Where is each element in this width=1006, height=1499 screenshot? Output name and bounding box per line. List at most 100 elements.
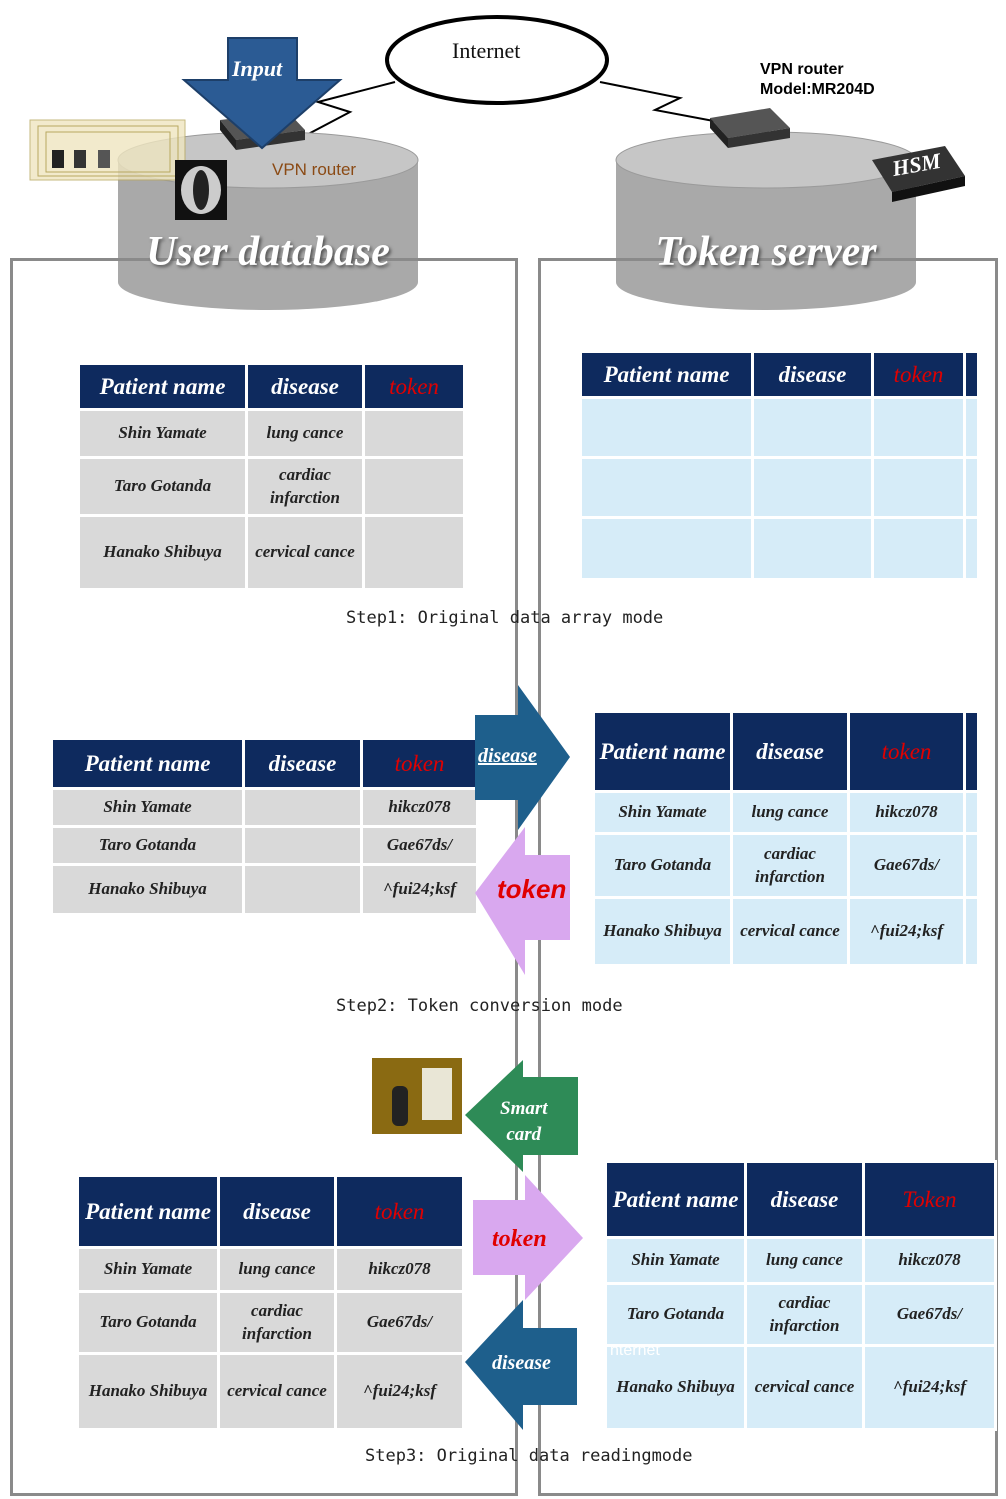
cell-empty <box>963 896 980 967</box>
cell-empty <box>963 516 980 581</box>
cell-patient: Shin Yamate <box>77 408 248 459</box>
step3-token-table: Patient name disease Token Shin Yamate l… <box>604 1160 997 1431</box>
cell-empty <box>579 456 754 519</box>
header-token: token <box>871 350 966 399</box>
cell-patient: Shin Yamate <box>76 1246 220 1293</box>
cell-token: hikcz078 <box>334 1246 465 1293</box>
step2-user-table: Patient name disease token Shin Yamate h… <box>50 737 479 916</box>
network-graphics <box>29 15 965 310</box>
cell-patient: Hanako Shibuya <box>50 863 245 916</box>
cell-empty <box>871 516 966 581</box>
header-disease: disease <box>730 710 850 793</box>
user-database-label: User database <box>146 229 390 275</box>
cell-patient: Hanako Shibuya <box>604 1344 747 1431</box>
header-patient-name: Patient name <box>604 1160 747 1239</box>
step2-token-table: Patient name disease token Shin Yamate l… <box>592 710 980 967</box>
cell-empty <box>579 516 754 581</box>
token-arrow-label-step3: token <box>492 1226 547 1252</box>
cell-token-empty <box>362 514 466 591</box>
cell-disease-empty <box>242 825 363 866</box>
hsm-device <box>872 146 965 202</box>
header-token: Token <box>862 1160 997 1239</box>
cell-token: Gae67ds/ <box>360 825 479 866</box>
smart-card-line2: card <box>506 1124 542 1145</box>
cell-token: Gae67ds/ <box>847 832 966 899</box>
link-right <box>599 81 736 126</box>
vpn-router-right-line2: Model:MR204D <box>760 81 875 98</box>
cell-patient: Shin Yamate <box>604 1236 747 1285</box>
cell-token: ^fui24;ksf <box>862 1344 997 1431</box>
step1-token-table: Patient name disease token <box>579 350 980 581</box>
cell-disease: cardiac infarction <box>245 456 365 517</box>
step3-caption: Step3: Original data readingmode <box>365 1446 693 1466</box>
cell-disease: lung cance <box>217 1246 337 1293</box>
step1-caption: Step1: Original data array mode <box>346 608 664 628</box>
vpn-router-right-line1: VPN router <box>760 61 844 78</box>
header-patient-name: Patient name <box>50 737 245 790</box>
cell-disease: cervical cance <box>245 514 365 591</box>
cell-patient: Hanako Shibuya <box>76 1352 220 1431</box>
internet-label: Internet <box>452 38 521 63</box>
cell-disease-empty <box>242 787 363 828</box>
token-server-label: Token server <box>655 229 877 275</box>
header-token: token <box>334 1174 465 1249</box>
input-arrow <box>181 37 343 150</box>
header-disease: disease <box>217 1174 337 1249</box>
cell-patient: Taro Gotanda <box>77 456 248 517</box>
step3-arrows <box>465 1060 583 1430</box>
step2-arrows <box>475 685 570 975</box>
smart-card-arrow-left <box>465 1060 578 1172</box>
cell-empty <box>871 396 966 459</box>
cell-patient: Hanako Shibuya <box>77 514 248 591</box>
input-label: Input <box>232 56 283 81</box>
cell-token-empty <box>362 456 466 517</box>
cell-patient: Hanako Shibuya <box>592 896 733 967</box>
token-server-cylinder <box>615 131 917 310</box>
right-router-device <box>710 108 790 148</box>
step3-user-table: Patient name disease token Shin Yamate l… <box>76 1174 465 1431</box>
header-patient-name: Patient name <box>76 1174 220 1249</box>
cell-disease: lung cance <box>730 790 850 835</box>
ghost-internet-text: nternet <box>610 1342 660 1359</box>
smart-card-line1: Smart <box>500 1098 548 1119</box>
header-disease: disease <box>744 1160 865 1239</box>
cell-disease: cervical cance <box>730 896 850 967</box>
cell-patient: Taro Gotanda <box>76 1290 220 1355</box>
smart-card-arrow-label: Smart card <box>500 1096 548 1148</box>
link-left <box>277 81 396 151</box>
header-disease: disease <box>245 362 365 411</box>
header-token: token <box>847 710 966 793</box>
cell-empty <box>963 396 980 459</box>
disease-arrow-label: disease <box>478 745 537 767</box>
cell-token: Gae67ds/ <box>334 1290 465 1355</box>
cell-token: hikcz078 <box>360 787 479 828</box>
cell-empty <box>751 516 874 581</box>
cell-empty <box>751 456 874 519</box>
cell-patient: Shin Yamate <box>592 790 733 835</box>
internet-cloud <box>385 15 609 105</box>
cell-token: Gae67ds/ <box>862 1282 997 1347</box>
cell-empty <box>871 456 966 519</box>
header-disease: disease <box>751 350 874 399</box>
cell-patient: Taro Gotanda <box>604 1282 747 1347</box>
cell-disease: lung cance <box>744 1236 865 1285</box>
cell-patient: Shin Yamate <box>50 787 245 828</box>
cell-disease: cervical cance <box>744 1344 865 1431</box>
cell-empty <box>751 396 874 459</box>
header-patient-name: Patient name <box>77 362 248 411</box>
cell-empty <box>963 790 980 835</box>
cell-disease-empty <box>242 863 363 916</box>
cell-empty <box>579 396 754 459</box>
token-arrow-left <box>475 827 570 975</box>
vpn-router-left-label: VPN router <box>272 160 357 179</box>
cell-disease: cervical cance <box>217 1352 337 1431</box>
vpn-router-right-label: VPN router Model:MR204D <box>760 60 875 100</box>
cell-disease: cardiac infarction <box>730 832 850 899</box>
token-arrow-label: token <box>497 874 567 904</box>
cell-token: hikcz078 <box>847 790 966 835</box>
cell-patient: Taro Gotanda <box>50 825 245 866</box>
token-arrow-right <box>473 1175 583 1300</box>
cell-token: ^fui24;ksf <box>334 1352 465 1431</box>
header-extra <box>963 710 980 793</box>
disease-arrow-label-step3: disease <box>492 1352 551 1374</box>
